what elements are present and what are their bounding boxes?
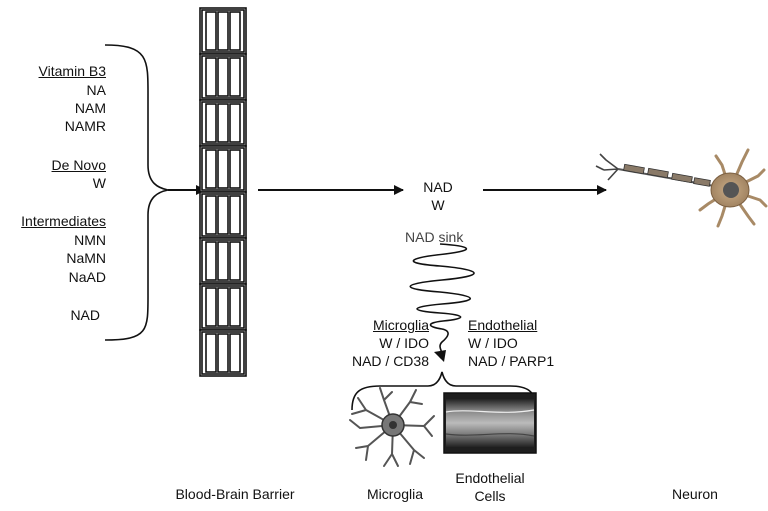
sources-brace [104,44,169,341]
nad-sink-label: NAD sink [405,229,464,245]
vitamin-b3-heading: Vitamin B3 [38,63,106,79]
microglia-caption: Microglia [366,486,423,502]
microglia-heading: Microglia [372,317,429,333]
endothelial-heading: Endothelial [468,317,538,333]
endothelial-w-ido: W / IDO [468,335,518,351]
sink-arrowhead [434,350,446,362]
de-novo-heading: De Novo [51,157,106,173]
endothelial-nad-parp1: NAD / PARP1 [468,353,555,369]
source-nad: NAD [70,307,100,323]
endothelial-caption-line2: Cells [474,488,506,504]
bbb-caption: Blood-Brain Barrier [175,486,295,502]
source-naad: NaAD [68,269,106,285]
microglia-nad-cd38: NAD / CD38 [351,353,429,369]
center-nad: NAD [423,179,453,195]
nad-sink-squiggle [409,243,475,359]
microglia-w-ido: W / IDO [379,335,429,351]
center-w: W [431,197,445,213]
source-nam: NAM [74,100,106,116]
intermediates-heading: Intermediates [21,213,106,229]
source-namn: NaMN [66,250,106,266]
endothelial-vessel-image [443,392,537,454]
endothelial-caption-line1: Endothelial [455,470,525,486]
neuron-image [595,148,768,228]
source-w: W [92,175,106,191]
source-na: NA [86,82,106,98]
source-namr: NAMR [64,118,106,134]
neuron-caption: Neuron [672,486,718,502]
cells-brace [351,371,536,411]
blood-brain-barrier [199,7,247,377]
source-nmn: NMN [74,232,106,248]
